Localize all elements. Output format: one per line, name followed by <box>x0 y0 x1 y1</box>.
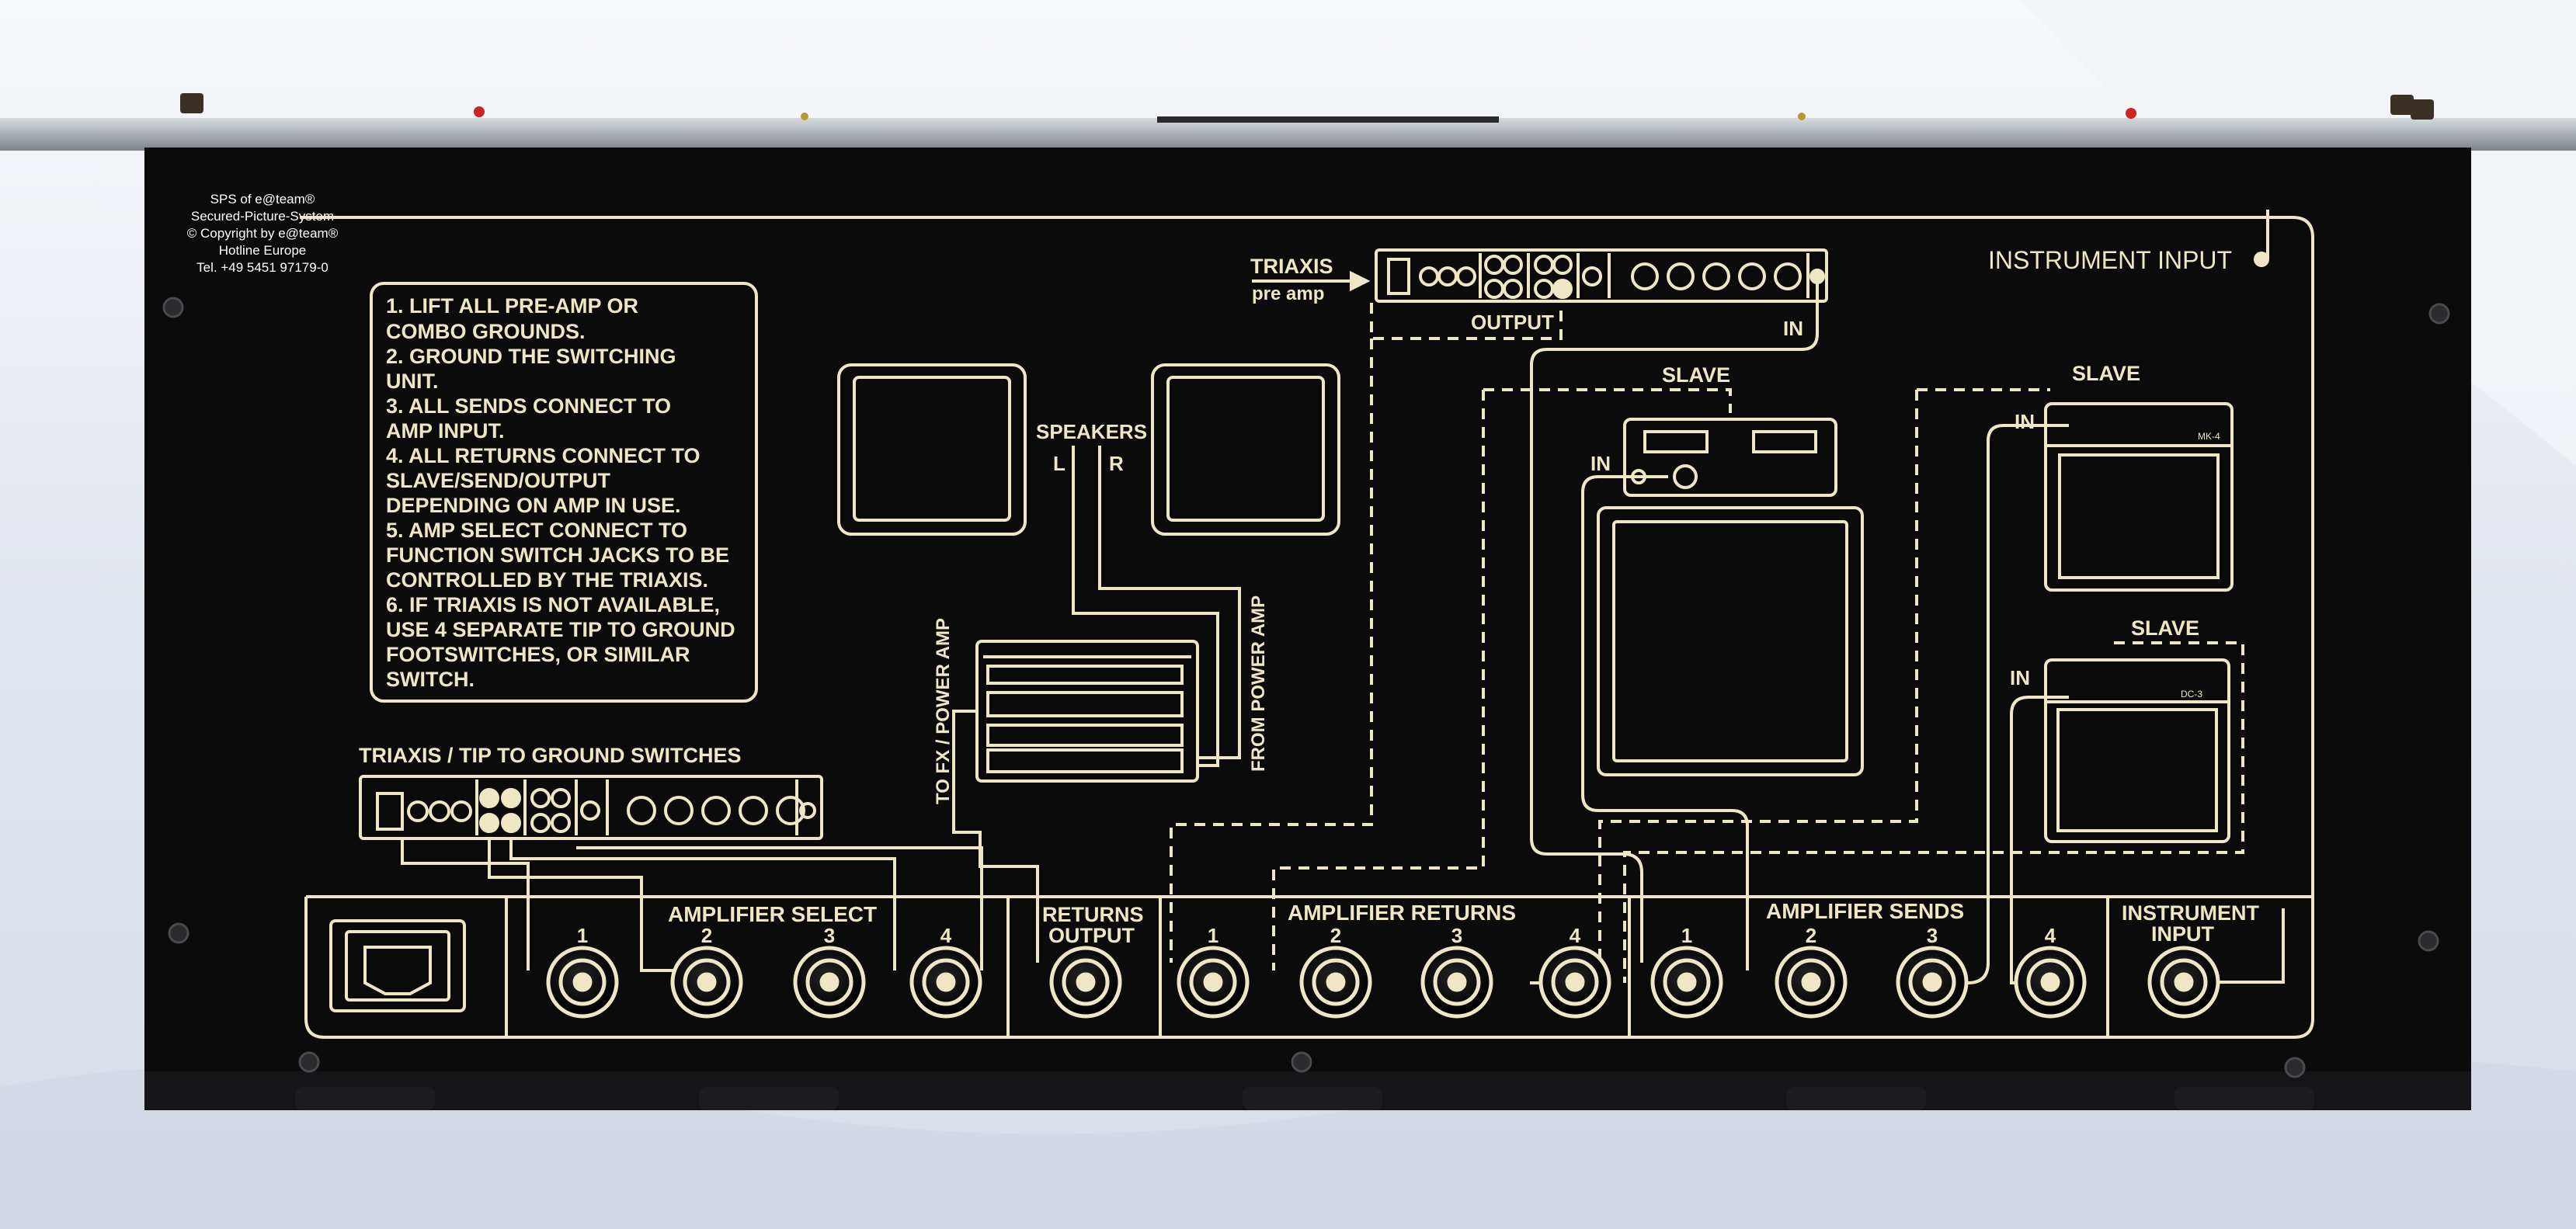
svg-text:COMBO GROUNDS.: COMBO GROUNDS. <box>386 320 586 343</box>
label-in-dc3: IN <box>2010 666 2030 689</box>
speaker-left <box>837 363 1027 536</box>
label-preamp: pre amp <box>1252 283 1324 304</box>
jack-amp-send-1 <box>1650 946 1723 1019</box>
rack-bracket <box>0 118 2576 151</box>
triaxis-unit <box>1375 248 1828 303</box>
svg-text:DEPENDING ON AMP IN USE.: DEPENDING ON AMP IN USE. <box>386 494 681 517</box>
svg-text:SWITCH.: SWITCH. <box>386 668 475 691</box>
svg-text:USE 4 SEPARATE TIP TO GROUND: USE 4 SEPARATE TIP TO GROUND <box>386 618 735 641</box>
label-amp-select: AMPLIFIER SELECT <box>668 902 877 926</box>
mk4-combo <box>2044 402 2234 592</box>
label-returns-1: RETURNS <box>1042 903 1144 926</box>
svg-text:4. ALL RETURNS CONNECT TO: 4. ALL RETURNS CONNECT TO <box>386 444 700 467</box>
svg-text:1. LIFT ALL PRE-AMP OR: 1. LIFT ALL PRE-AMP OR <box>386 294 638 318</box>
jack-amp-return-3 <box>1420 946 1493 1019</box>
instructions-text: 1. LIFT ALL PRE-AMP OR COMBO GROUNDS. 2.… <box>386 294 735 691</box>
jack-amp-select-4 <box>909 946 982 1019</box>
svg-text:2. GROUND THE SWITCHING: 2. GROUND THE SWITCHING <box>386 345 676 368</box>
jack-amp-send-2 <box>1775 946 1848 1019</box>
label-in-mk4: IN <box>2015 410 2035 433</box>
svg-text:4: 4 <box>2045 924 2056 947</box>
jack-amp-return-2 <box>1299 946 1372 1019</box>
label-instrument-2: INPUT <box>2151 922 2215 946</box>
label-from-power: FROM POWER AMP <box>1248 595 1269 772</box>
svg-text:FOOTSWITCHES, OR SIMILAR: FOOTSWITCHES, OR SIMILAR <box>386 643 690 666</box>
svg-text:© Copyright by e@team®: © Copyright by e@team® <box>187 226 339 241</box>
svg-text:3: 3 <box>824 924 835 947</box>
jack-amp-select-3 <box>793 946 866 1019</box>
svg-text:5. AMP SELECT CONNECT TO: 5. AMP SELECT CONNECT TO <box>386 519 687 542</box>
slave-head <box>1623 418 1837 497</box>
svg-text:UNIT.: UNIT. <box>386 370 439 393</box>
label-in-triaxis: IN <box>1783 317 1803 340</box>
jack-amp-select-1 <box>546 946 619 1019</box>
svg-text:3: 3 <box>1927 924 1938 947</box>
jack-amp-send-3 <box>1896 946 1969 1019</box>
label-instrument-1: INSTRUMENT <box>2122 901 2259 925</box>
svg-text:2: 2 <box>1806 924 1816 947</box>
jack-returns-output <box>1049 946 1122 1019</box>
svg-text:SLAVE/SEND/OUTPUT: SLAVE/SEND/OUTPUT <box>386 469 611 492</box>
dc3-combo <box>2044 658 2230 843</box>
label-slave-2: SLAVE <box>2072 362 2140 385</box>
label-in-slave: IN <box>1590 452 1611 475</box>
label-right: R <box>1109 452 1124 475</box>
svg-text:Secured-Picture-System: Secured-Picture-System <box>191 209 334 224</box>
jack-instrument-input <box>2147 946 2220 1019</box>
svg-text:3: 3 <box>1451 924 1462 947</box>
svg-text:4: 4 <box>1570 924 1581 947</box>
jack-amp-return-1 <box>1177 946 1250 1019</box>
label-instrument-input-top: INSTRUMENT INPUT <box>1988 246 2232 274</box>
jack-numbers: 1 2 3 4 1 2 3 4 1 2 3 4 <box>577 924 2056 947</box>
svg-text:2: 2 <box>1330 924 1341 947</box>
svg-text:Tel. +49 5451 97179-0: Tel. +49 5451 97179-0 <box>196 260 329 275</box>
rear-panel <box>144 148 2471 1096</box>
label-output: OUTPUT <box>1471 311 1554 334</box>
label-slave-1: SLAVE <box>1662 363 1730 387</box>
label-triaxis: TRIAXIS <box>1250 255 1333 278</box>
svg-text:Hotline Europe: Hotline Europe <box>219 243 306 258</box>
jack-amp-return-4 <box>1538 946 1611 1019</box>
label-to-fx: TO FX / POWER AMP <box>933 618 954 804</box>
label-left: L <box>1053 452 1066 475</box>
label-speakers: SPEAKERS <box>1036 420 1147 443</box>
svg-text:SPS of e@team®: SPS of e@team® <box>210 192 315 207</box>
power-inlet <box>329 919 466 1012</box>
instructions-box <box>370 282 758 703</box>
jack-amp-select-2 <box>670 946 743 1019</box>
svg-text:2: 2 <box>701 924 712 947</box>
panel-screws <box>162 297 2450 1078</box>
label-slave-3: SLAVE <box>2131 616 2199 640</box>
svg-text:1: 1 <box>1681 924 1692 947</box>
label-returns-2: OUTPUT <box>1048 924 1135 947</box>
speaker-right <box>1151 363 1340 536</box>
svg-text:CONTROLLED BY THE TRIAXIS.: CONTROLLED BY THE TRIAXIS. <box>386 568 708 592</box>
jack-row <box>546 946 2220 1019</box>
svg-text:1: 1 <box>577 924 588 947</box>
printed-diagram <box>300 210 2314 1039</box>
svg-text:6. IF TRIAXIS IS NOT AVAILABLE: 6. IF TRIAXIS IS NOT AVAILABLE, <box>386 593 720 616</box>
switch-unit <box>359 775 823 840</box>
label-dc3: DC-3 <box>2181 689 2202 700</box>
svg-text:FUNCTION SWITCH JACKS TO BE: FUNCTION SWITCH JACKS TO BE <box>386 543 729 567</box>
slave-cabinet <box>1597 506 1864 776</box>
svg-text:1: 1 <box>1208 924 1218 947</box>
panel-labels: TRIAXIS pre amp OUTPUT IN INSTRUMENT INP… <box>359 246 2259 947</box>
jack-amp-send-4 <box>2014 946 2087 1019</box>
svg-text:4: 4 <box>940 924 952 947</box>
svg-text:AMP INPUT.: AMP INPUT. <box>386 419 505 443</box>
label-amp-returns: AMPLIFIER RETURNS <box>1288 901 1516 925</box>
label-mk4: MK-4 <box>2198 431 2220 442</box>
watermark: SPS of e@team® Secured-Picture-System © … <box>187 192 339 275</box>
label-amp-sends: AMPLIFIER SENDS <box>1766 899 1964 923</box>
svg-text:3. ALL SENDS CONNECT TO: 3. ALL SENDS CONNECT TO <box>386 394 671 418</box>
label-switches: TRIAXIS / TIP TO GROUND SWITCHES <box>359 744 742 767</box>
